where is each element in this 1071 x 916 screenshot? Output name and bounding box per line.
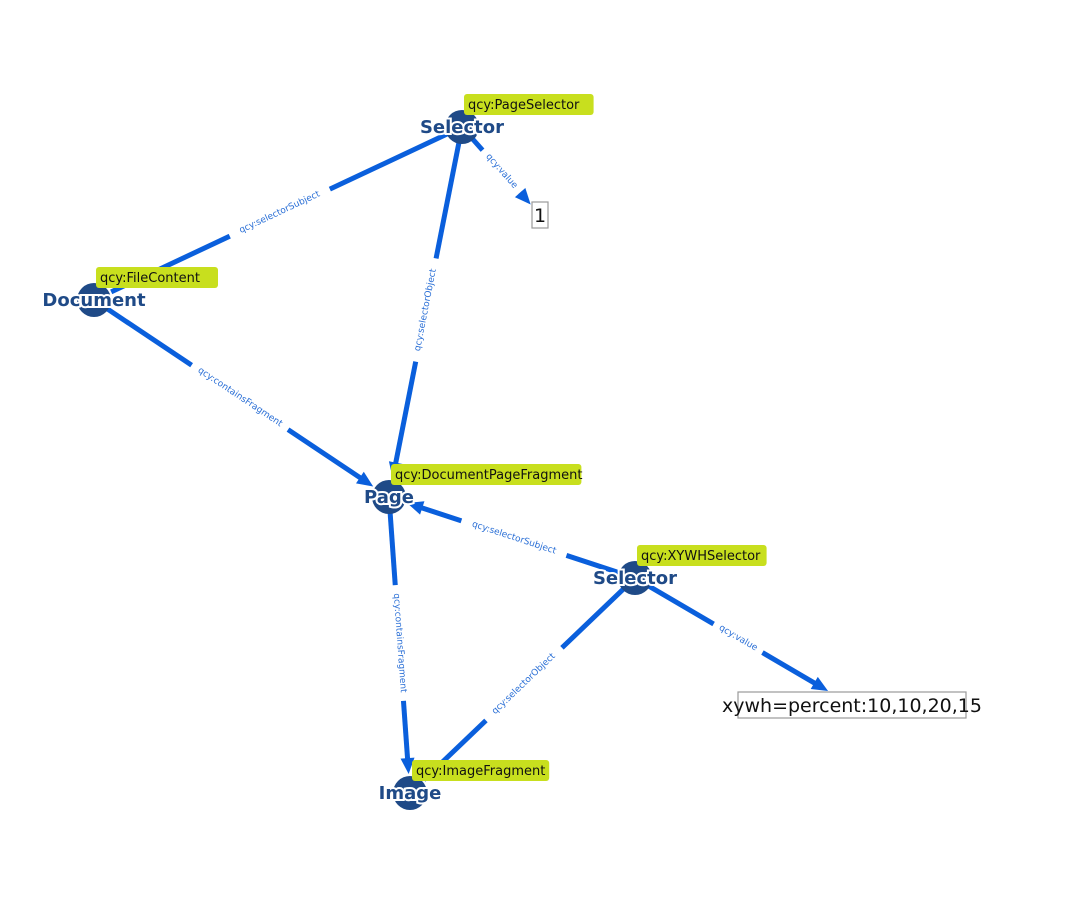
edge-label: qcy:selectorSubject (471, 520, 558, 557)
node-selector1[interactable]: Selector qcy:PageSelector (418, 94, 594, 144)
node-label: Image (379, 783, 442, 804)
literal-box[interactable] (737, 691, 967, 719)
arrowhead-icon (356, 471, 374, 487)
literal-box[interactable] (531, 201, 549, 229)
type-badge-label: qcy:PageSelector (468, 98, 580, 113)
type-badge (637, 545, 767, 566)
edge-e3[interactable]: qcy:selectorObject (388, 141, 462, 479)
node-label: Page (364, 487, 414, 508)
node-selector2[interactable]: Selector qcy:XYWHSelector (591, 545, 767, 595)
arrowhead-icon (514, 187, 531, 205)
node-circle[interactable] (445, 110, 479, 144)
edge-label: qcy:containsFragment (196, 366, 285, 430)
type-badge-label: qcy:ImageFragment (416, 764, 545, 779)
arrowhead-icon (400, 757, 415, 775)
arrowhead-icon (810, 676, 829, 691)
type-badge-label: qcy:DocumentPageFragment (395, 468, 582, 483)
edge-label: qcy:selectorSubject (238, 189, 322, 236)
node-label: Document (42, 290, 146, 311)
literal-value: 1 (534, 205, 546, 227)
type-badge (412, 760, 550, 781)
edge-e6[interactable]: qcy:containsFragment (387, 511, 415, 775)
type-badge (464, 94, 594, 115)
arrowhead-icon (407, 501, 425, 515)
type-badge-label: qcy:XYWHSelector (641, 549, 761, 564)
edge-e2[interactable]: qcy:value (470, 136, 531, 205)
node-page[interactable]: Page qcy:DocumentPageFragment (362, 464, 582, 514)
node-circle[interactable] (393, 776, 427, 810)
node-label: Selector (593, 568, 677, 589)
node-label: Selector (420, 117, 504, 138)
edge-label: qcy:value (483, 152, 519, 191)
type-badge (96, 267, 218, 288)
type-badge-label: qcy:FileContent (100, 271, 200, 286)
edge-e7[interactable]: qcy:selectorObject (422, 586, 626, 782)
node-circle[interactable] (618, 561, 652, 595)
literal-lit1[interactable]: 1 (531, 201, 549, 229)
edge-e5[interactable]: qcy:selectorSubject (407, 501, 622, 576)
node-circle[interactable] (372, 480, 406, 514)
node-document[interactable]: Document qcy:FileContent (40, 267, 218, 317)
edge-label: qcy:selectorObject (490, 651, 558, 716)
node-circle[interactable] (77, 283, 111, 317)
literal-lit2[interactable]: xywh=percent:10,10,20,15 (722, 691, 982, 719)
edge-label: qcy:value (717, 623, 760, 654)
literal-value: xywh=percent:10,10,20,15 (722, 695, 982, 717)
type-badge (391, 464, 582, 485)
edge-e4[interactable]: qcy:containsFragment (105, 306, 374, 487)
node-image[interactable]: Image qcy:ImageFragment (377, 760, 550, 810)
edge-e8[interactable]: qcy:value (646, 583, 829, 691)
